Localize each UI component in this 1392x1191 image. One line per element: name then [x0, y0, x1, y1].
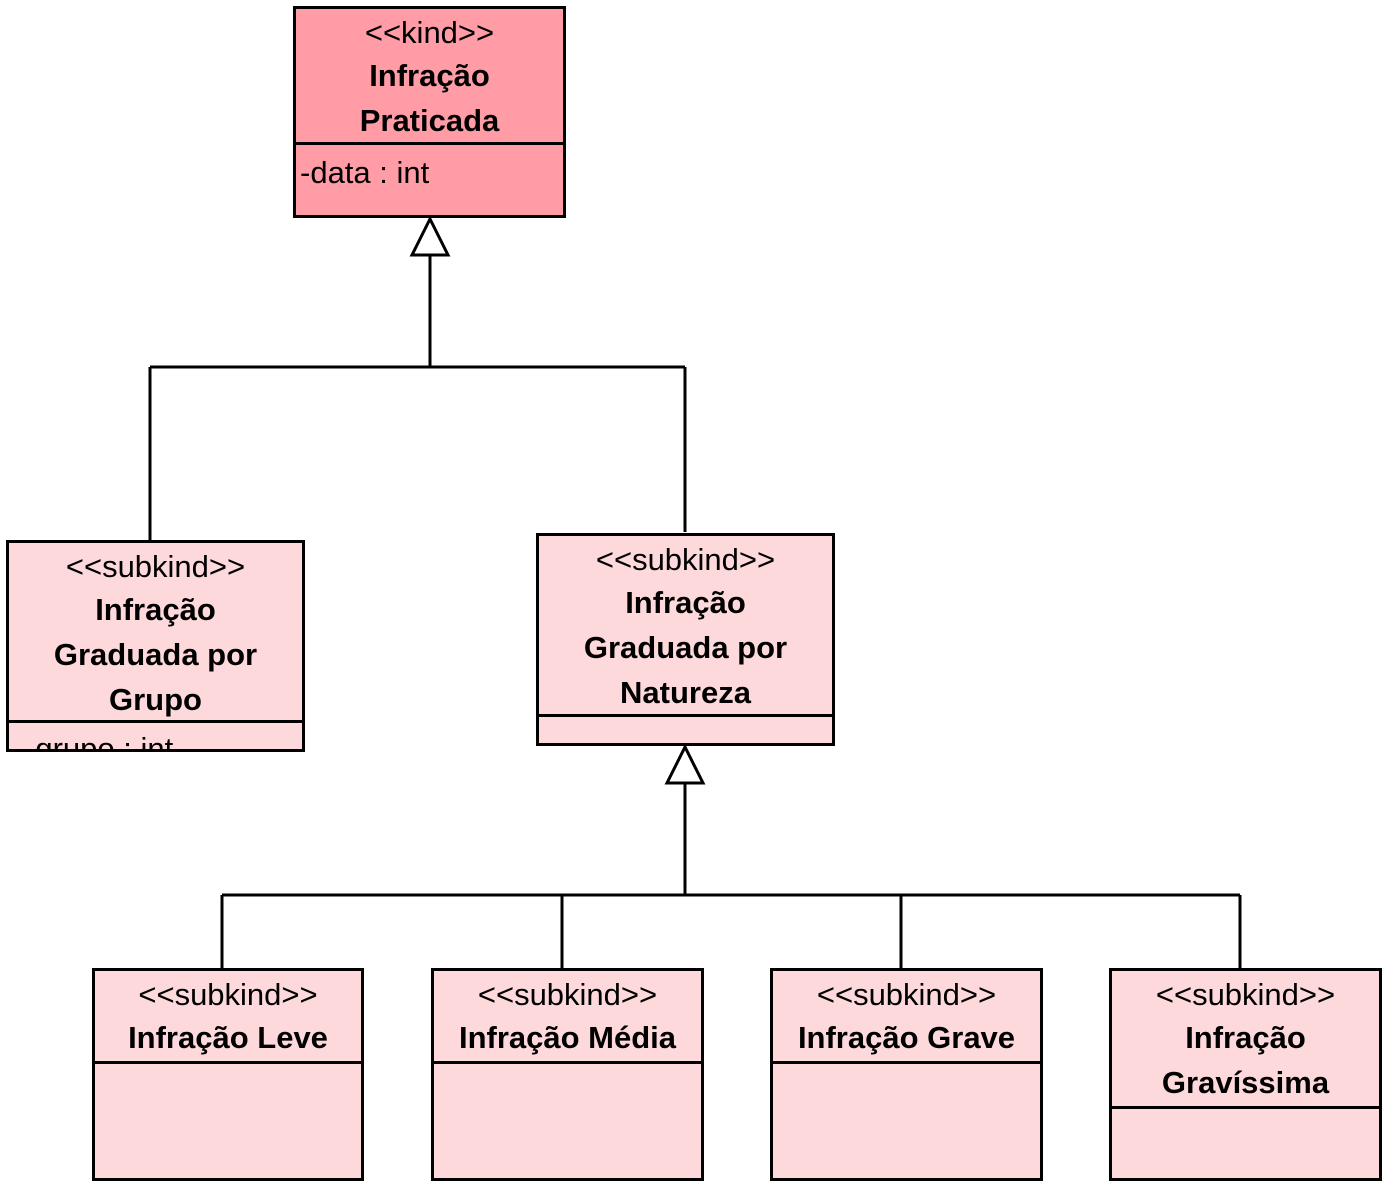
attributes-compartment [434, 1061, 701, 1178]
attributes-compartment: -grupo : int [9, 720, 302, 752]
stereotype-label: <<kind>> [364, 15, 495, 50]
attribute-data: -data : int [300, 155, 430, 190]
class-infracao-media[interactable]: <<subkind>> Infração Média [431, 968, 704, 1181]
class-name: Infração Graduada por Natureza [583, 585, 788, 710]
class-name: Infração Grave [797, 1020, 1016, 1055]
class-infracao-graduada-grupo[interactable]: <<subkind>> Infração Graduada por Grupo … [6, 540, 305, 752]
attributes-compartment [1112, 1106, 1379, 1178]
stereotype-label: <<subkind>> [1155, 977, 1336, 1012]
class-infracao-graduada-natureza[interactable]: <<subkind>> Infração Graduada por Nature… [536, 533, 835, 746]
class-name: Infração Gravíssima [1161, 1020, 1330, 1100]
class-name: Infração Graduada por Grupo [53, 592, 258, 717]
attributes-compartment: -data : int [296, 142, 563, 193]
class-infracao-grave[interactable]: <<subkind>> Infração Grave [770, 968, 1043, 1181]
stereotype-label: <<subkind>> [65, 549, 246, 584]
attributes-compartment [539, 714, 832, 743]
class-infracao-leve[interactable]: <<subkind>> Infração Leve [92, 968, 364, 1181]
class-infracao-praticada[interactable]: <<kind>> Infração Praticada -data : int [293, 6, 566, 218]
attributes-compartment [773, 1061, 1040, 1178]
class-name: Infração Média [458, 1020, 677, 1055]
class-name: Infração Leve [128, 1020, 328, 1055]
gen2-arrowhead [664, 743, 706, 785]
class-infracao-gravissima[interactable]: <<subkind>> Infração Gravíssima [1109, 968, 1382, 1181]
stereotype-label: <<subkind>> [816, 977, 997, 1012]
stereotype-label: <<subkind>> [595, 542, 776, 577]
stereotype-label: <<subkind>> [138, 977, 318, 1012]
gen1-arrowhead [409, 215, 451, 257]
class-name: Infração Praticada [359, 58, 500, 138]
stereotype-label: <<subkind>> [477, 977, 658, 1012]
attribute-grupo: -grupo : int [25, 731, 174, 752]
attributes-compartment [95, 1061, 361, 1178]
